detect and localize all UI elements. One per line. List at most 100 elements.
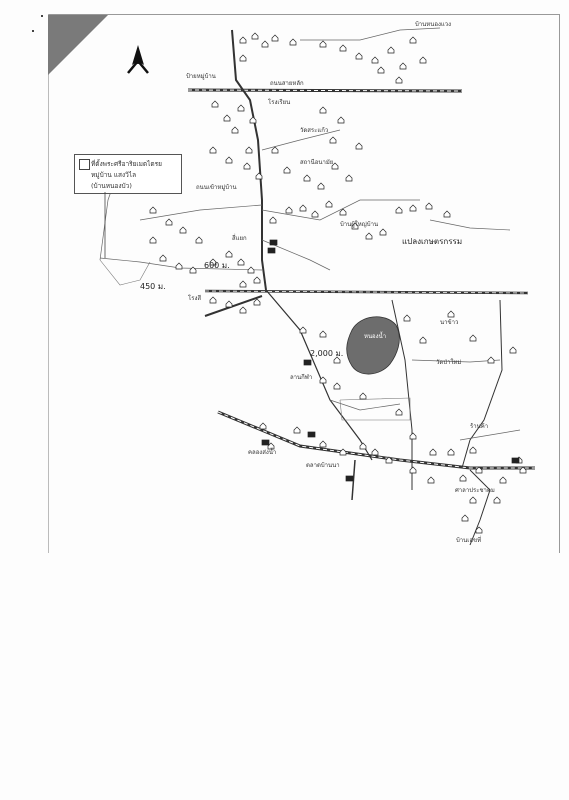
house-icon [149,206,157,214]
house-icon [209,146,217,154]
house-icon [351,222,359,230]
road-bottom [217,410,535,470]
house-icon [429,448,437,456]
house-icon [325,200,333,208]
house-icon [247,266,255,274]
house-icon [319,106,327,114]
house-icon [487,356,495,364]
house-icon [385,456,393,464]
house-icon [267,442,275,450]
house-icon [399,62,407,70]
house-icon [461,514,469,522]
label-top-road: ถนนสายหลัก [270,80,304,87]
label-school: โรงเรียน [268,99,291,106]
house-icon [285,206,293,214]
house-icon [209,258,217,266]
house-icon [237,104,245,112]
house-icon [377,66,385,74]
house-icon [299,204,307,212]
house-icon [365,232,373,240]
house-icon [409,36,417,44]
house-icon [293,426,301,434]
house-icon [387,46,395,54]
house-icon [419,336,427,344]
building-icon [303,359,312,366]
label-mid-right: แปลงเกษตรกรรม [402,237,463,246]
house-icon [509,346,517,354]
house-icon [225,300,233,308]
house-icon [253,276,261,284]
house-icon [319,40,327,48]
building-icon [261,439,270,446]
house-icon [283,166,291,174]
scan-border [48,14,560,553]
label-intersection: สี่แยก [232,235,247,242]
label-village-head: บ้านผู้ใหญ่บ้าน [340,221,379,228]
house-icon [317,182,325,190]
label-distance-600: 600 ม. [204,261,230,270]
label-pond: หนองน้ำ [364,333,387,340]
house-icon [371,56,379,64]
house-icon [475,466,483,474]
label-distance-450: 450 ม. [140,282,166,291]
house-icon [179,226,187,234]
building-icon [269,239,278,246]
house-icon [409,466,417,474]
field-boundaries [99,259,411,421]
legend-line-2: หมู่บ้าน แสงวิไล [91,171,137,179]
building-icon [267,247,276,254]
label-sign: ป้ายหมู่บ้าน [186,73,216,80]
house-icon [239,54,247,62]
house-icon [475,526,483,534]
label-road-center: ถนนเข้าหมู่บ้าน [196,184,237,191]
house-icon [519,466,527,474]
house-icon [355,142,363,150]
house-icon [225,156,233,164]
house-icon [253,298,261,306]
house-icon [425,202,433,210]
house-icon [359,392,367,400]
house-icon [303,174,311,182]
house-icon [409,432,417,440]
house-icon [339,448,347,456]
house-icon [299,326,307,334]
house-icon [231,126,239,134]
house-icon [223,114,231,122]
house-icon [337,116,345,124]
label-rice-mill: โรงสี [188,295,202,302]
label-health: สถานีอนามัย [300,159,334,166]
label-bottom-right-1: ร้านค้า [470,423,489,430]
speck [32,30,34,32]
label-temple: วัดสระแก้ว [300,127,329,134]
house-icon [339,208,347,216]
house-icon [395,408,403,416]
label-park: ลานกีฬา [290,374,313,381]
house-icon [379,228,387,236]
house-icon [195,236,203,244]
house-icon [409,204,417,212]
house-icon [319,440,327,448]
label-right-farm: นาข้าว [440,319,459,326]
house-icon [245,146,253,154]
house-icon [239,36,247,44]
house-icon [443,210,451,218]
road-top [187,88,463,93]
house-icon [493,496,501,504]
house-icon [469,334,477,342]
label-distance-2000: 2,000 ม. [310,349,344,358]
house-icon [261,40,269,48]
label-bottom-right-2: ศาลาประชาคม [455,487,495,494]
house-icon [333,382,341,390]
label-bottom-right-3: บ้านเลขที่ [456,537,482,544]
house-icon [259,422,267,430]
legend-line-1: ที่ตั้งพระศรีอาริยเมตไตรย [91,160,162,168]
house-icon [237,258,245,266]
house-icon [447,448,455,456]
house-icon [329,136,337,144]
house-icon [339,44,347,52]
house-icon [289,38,297,46]
house-icon [165,218,173,226]
